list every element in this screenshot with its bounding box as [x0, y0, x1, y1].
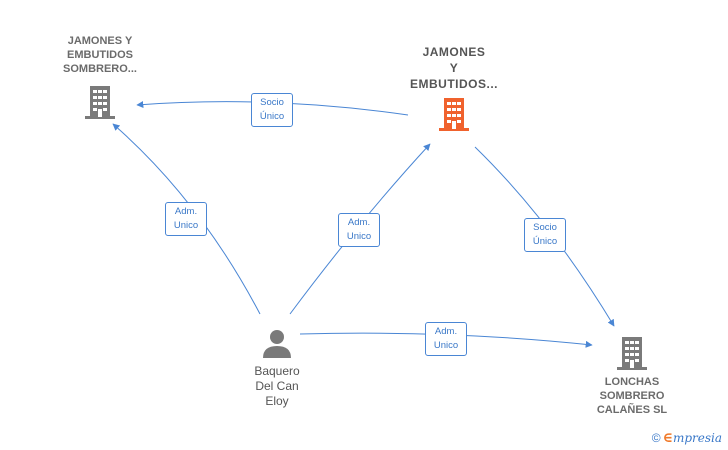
- brand-e: ∈: [662, 430, 673, 446]
- node-label-jamones-sombrero[interactable]: JAMONES Y EMBUTIDOS SOMBRERO...: [63, 35, 137, 75]
- node-label-person[interactable]: Baquero Del Can Eloy: [254, 364, 300, 408]
- building-icon: [617, 337, 647, 370]
- edge-label-person-to-lonchas: Adm. Unico: [425, 322, 467, 356]
- building-icon-highlighted: [439, 98, 469, 131]
- edge-label-main-to-sombrero: Socio Único: [251, 93, 293, 127]
- node-label-lonchas[interactable]: LONCHAS SOMBRERO CALAÑES SL: [596, 376, 668, 416]
- empresia-logo: ©∈mpresia: [652, 430, 722, 446]
- brand-name: mpresia: [672, 431, 722, 445]
- edge-label-main-to-lonchas: Socio Único: [524, 218, 566, 252]
- edge-label-person-to-sombrero: Adm. Unico: [165, 202, 207, 236]
- node-label-jamones-main[interactable]: JAMONES Y EMBUTIDOS...: [409, 45, 498, 91]
- person-icon: [263, 330, 291, 358]
- edge-label-person-to-main: Adm. Unico: [338, 213, 380, 247]
- copyright-symbol: ©: [651, 431, 661, 445]
- building-icon: [85, 86, 115, 119]
